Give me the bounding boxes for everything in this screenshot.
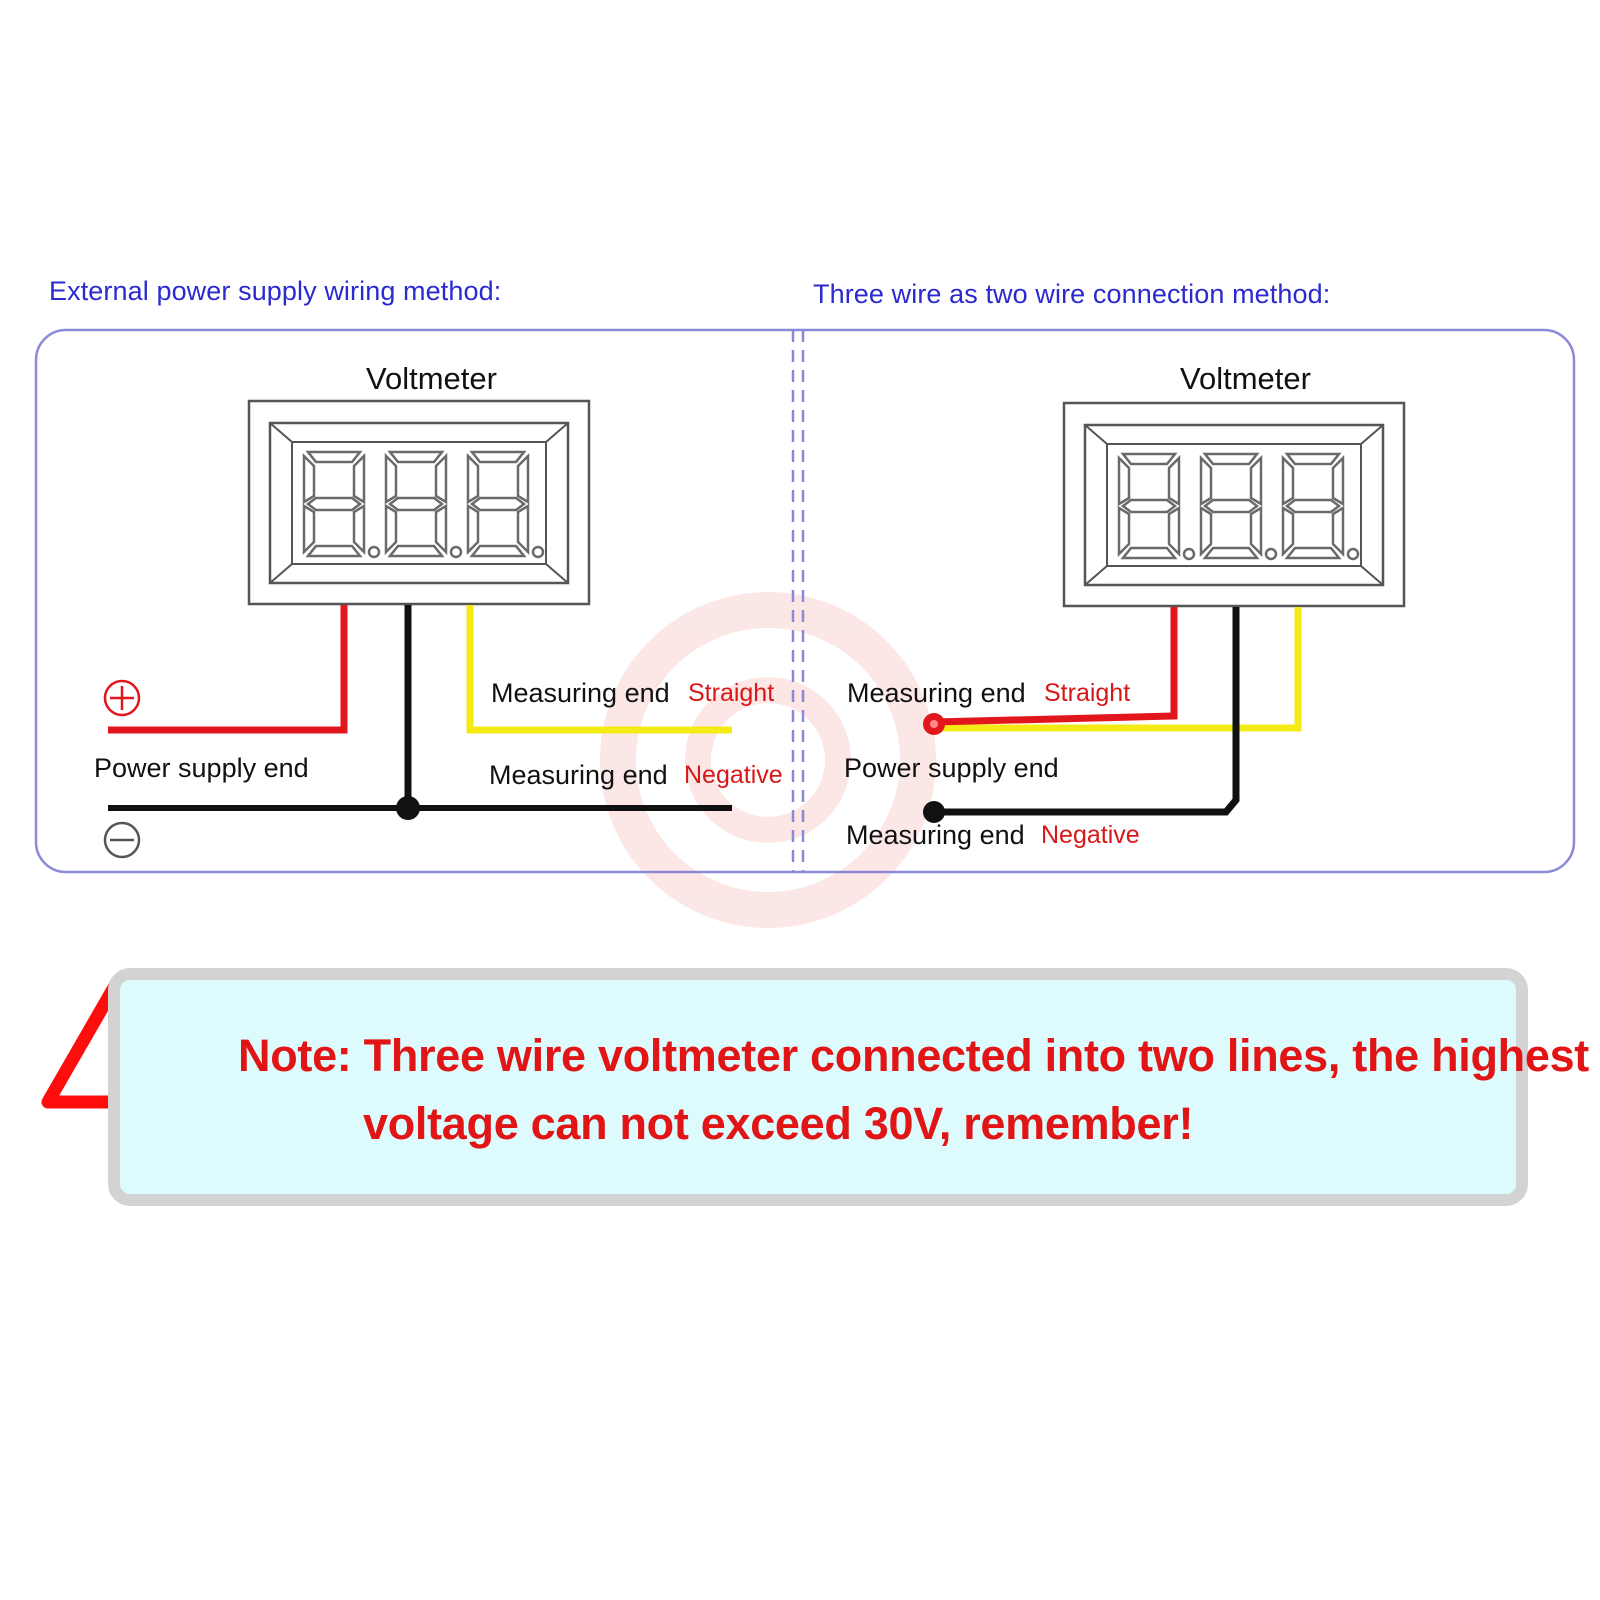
left-voltmeter-display <box>247 399 591 606</box>
plus-icon <box>103 679 141 717</box>
diagram-frame <box>34 328 1576 874</box>
watermark-logo <box>600 592 936 928</box>
right-black-terminal-dot <box>923 801 945 823</box>
left-voltmeter-label: Voltmeter <box>366 361 497 396</box>
left-negative-tag: Negative <box>684 761 783 789</box>
right-measuring-straight-label: Measuring end <box>847 678 1026 708</box>
left-power-supply-label: Power supply end <box>94 753 309 783</box>
left-section-title: External power supply wiring method: <box>49 276 502 306</box>
right-voltmeter-label: Voltmeter <box>1180 361 1311 396</box>
right-voltmeter-display <box>1062 401 1406 608</box>
left-straight-tag: Straight <box>688 679 775 707</box>
right-black-wire <box>934 607 1240 816</box>
right-straight-tag: Straight <box>1044 679 1131 707</box>
left-red-wire <box>108 605 348 734</box>
right-section-title: Three wire as two wire connection method… <box>813 279 1331 309</box>
left-yellow-wire <box>466 605 732 734</box>
note-panel <box>108 968 1528 1206</box>
right-red-wire <box>933 607 1178 726</box>
left-measuring-negative-label: Measuring end <box>489 760 668 790</box>
note-line-1: Note: Three wire voltmeter connected int… <box>238 1030 1589 1081</box>
right-power-supply-label: Power supply end <box>844 753 1059 783</box>
right-measuring-negative-label: Measuring end <box>846 820 1025 850</box>
note-line-2: voltage can not exceed 30V, remember! <box>363 1098 1194 1149</box>
right-negative-tag: Negative <box>1041 821 1140 849</box>
left-measuring-straight-label: Measuring end <box>491 678 670 708</box>
left-junction-dot <box>396 796 420 820</box>
minus-icon <box>103 821 141 859</box>
right-yellow-wire <box>934 607 1302 732</box>
